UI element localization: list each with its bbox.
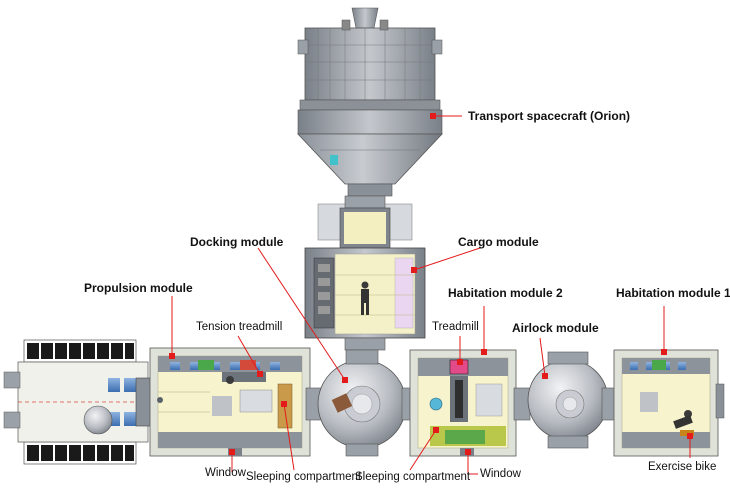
label-window-right: Window (480, 468, 521, 480)
leader-tension-treadmill (237, 335, 261, 375)
orion-crew-module-base (297, 109, 443, 135)
orion-window (330, 155, 338, 165)
docking-module (305, 349, 419, 457)
leader-docking (257, 247, 346, 381)
label-sleeping-compartment-left: Sleeping compartment (246, 471, 362, 483)
label-treadmill: Treadmill (432, 321, 479, 333)
label-docking-module: Docking module (190, 235, 284, 249)
label-transport-spacecraft: Transport spacecraft (Orion) (468, 109, 631, 123)
solar-array-bottom (23, 441, 137, 465)
cargo-module (304, 195, 426, 351)
leader-sleeping-right (409, 429, 437, 471)
label-cargo-module: Cargo module (458, 235, 539, 249)
leader-window-right (467, 452, 478, 475)
label-habitation-module-2: Habitation module 2 (448, 286, 563, 300)
label-tension-treadmill: Tension treadmill (196, 321, 283, 333)
solar-array-top (23, 339, 137, 363)
habitation-module-1 (613, 349, 725, 457)
label-habitation-module-1: Habitation module 1 (616, 286, 730, 300)
habitation-module-2 (409, 349, 517, 457)
astronaut-figure (361, 281, 369, 315)
orion-cone (297, 133, 443, 185)
orion-service-module (304, 27, 436, 101)
leader-lines (171, 115, 691, 475)
label-airlock-module: Airlock module (512, 321, 599, 335)
airlock-module (513, 351, 619, 449)
label-window-left: Window (205, 467, 246, 479)
label-exercise-bike: Exercise bike (648, 461, 717, 473)
propulsion-module (3, 339, 153, 465)
leader-airlock (539, 337, 546, 377)
leader-markers (169, 113, 693, 455)
orion-spacecraft (297, 7, 443, 197)
label-propulsion-module: Propulsion module (84, 281, 193, 295)
leader-sleeping-left (283, 403, 295, 471)
leader-cargo (413, 247, 481, 271)
orion-nozzle (351, 7, 379, 29)
label-sleeping-compartment-right: Sleeping compartment (355, 471, 471, 483)
